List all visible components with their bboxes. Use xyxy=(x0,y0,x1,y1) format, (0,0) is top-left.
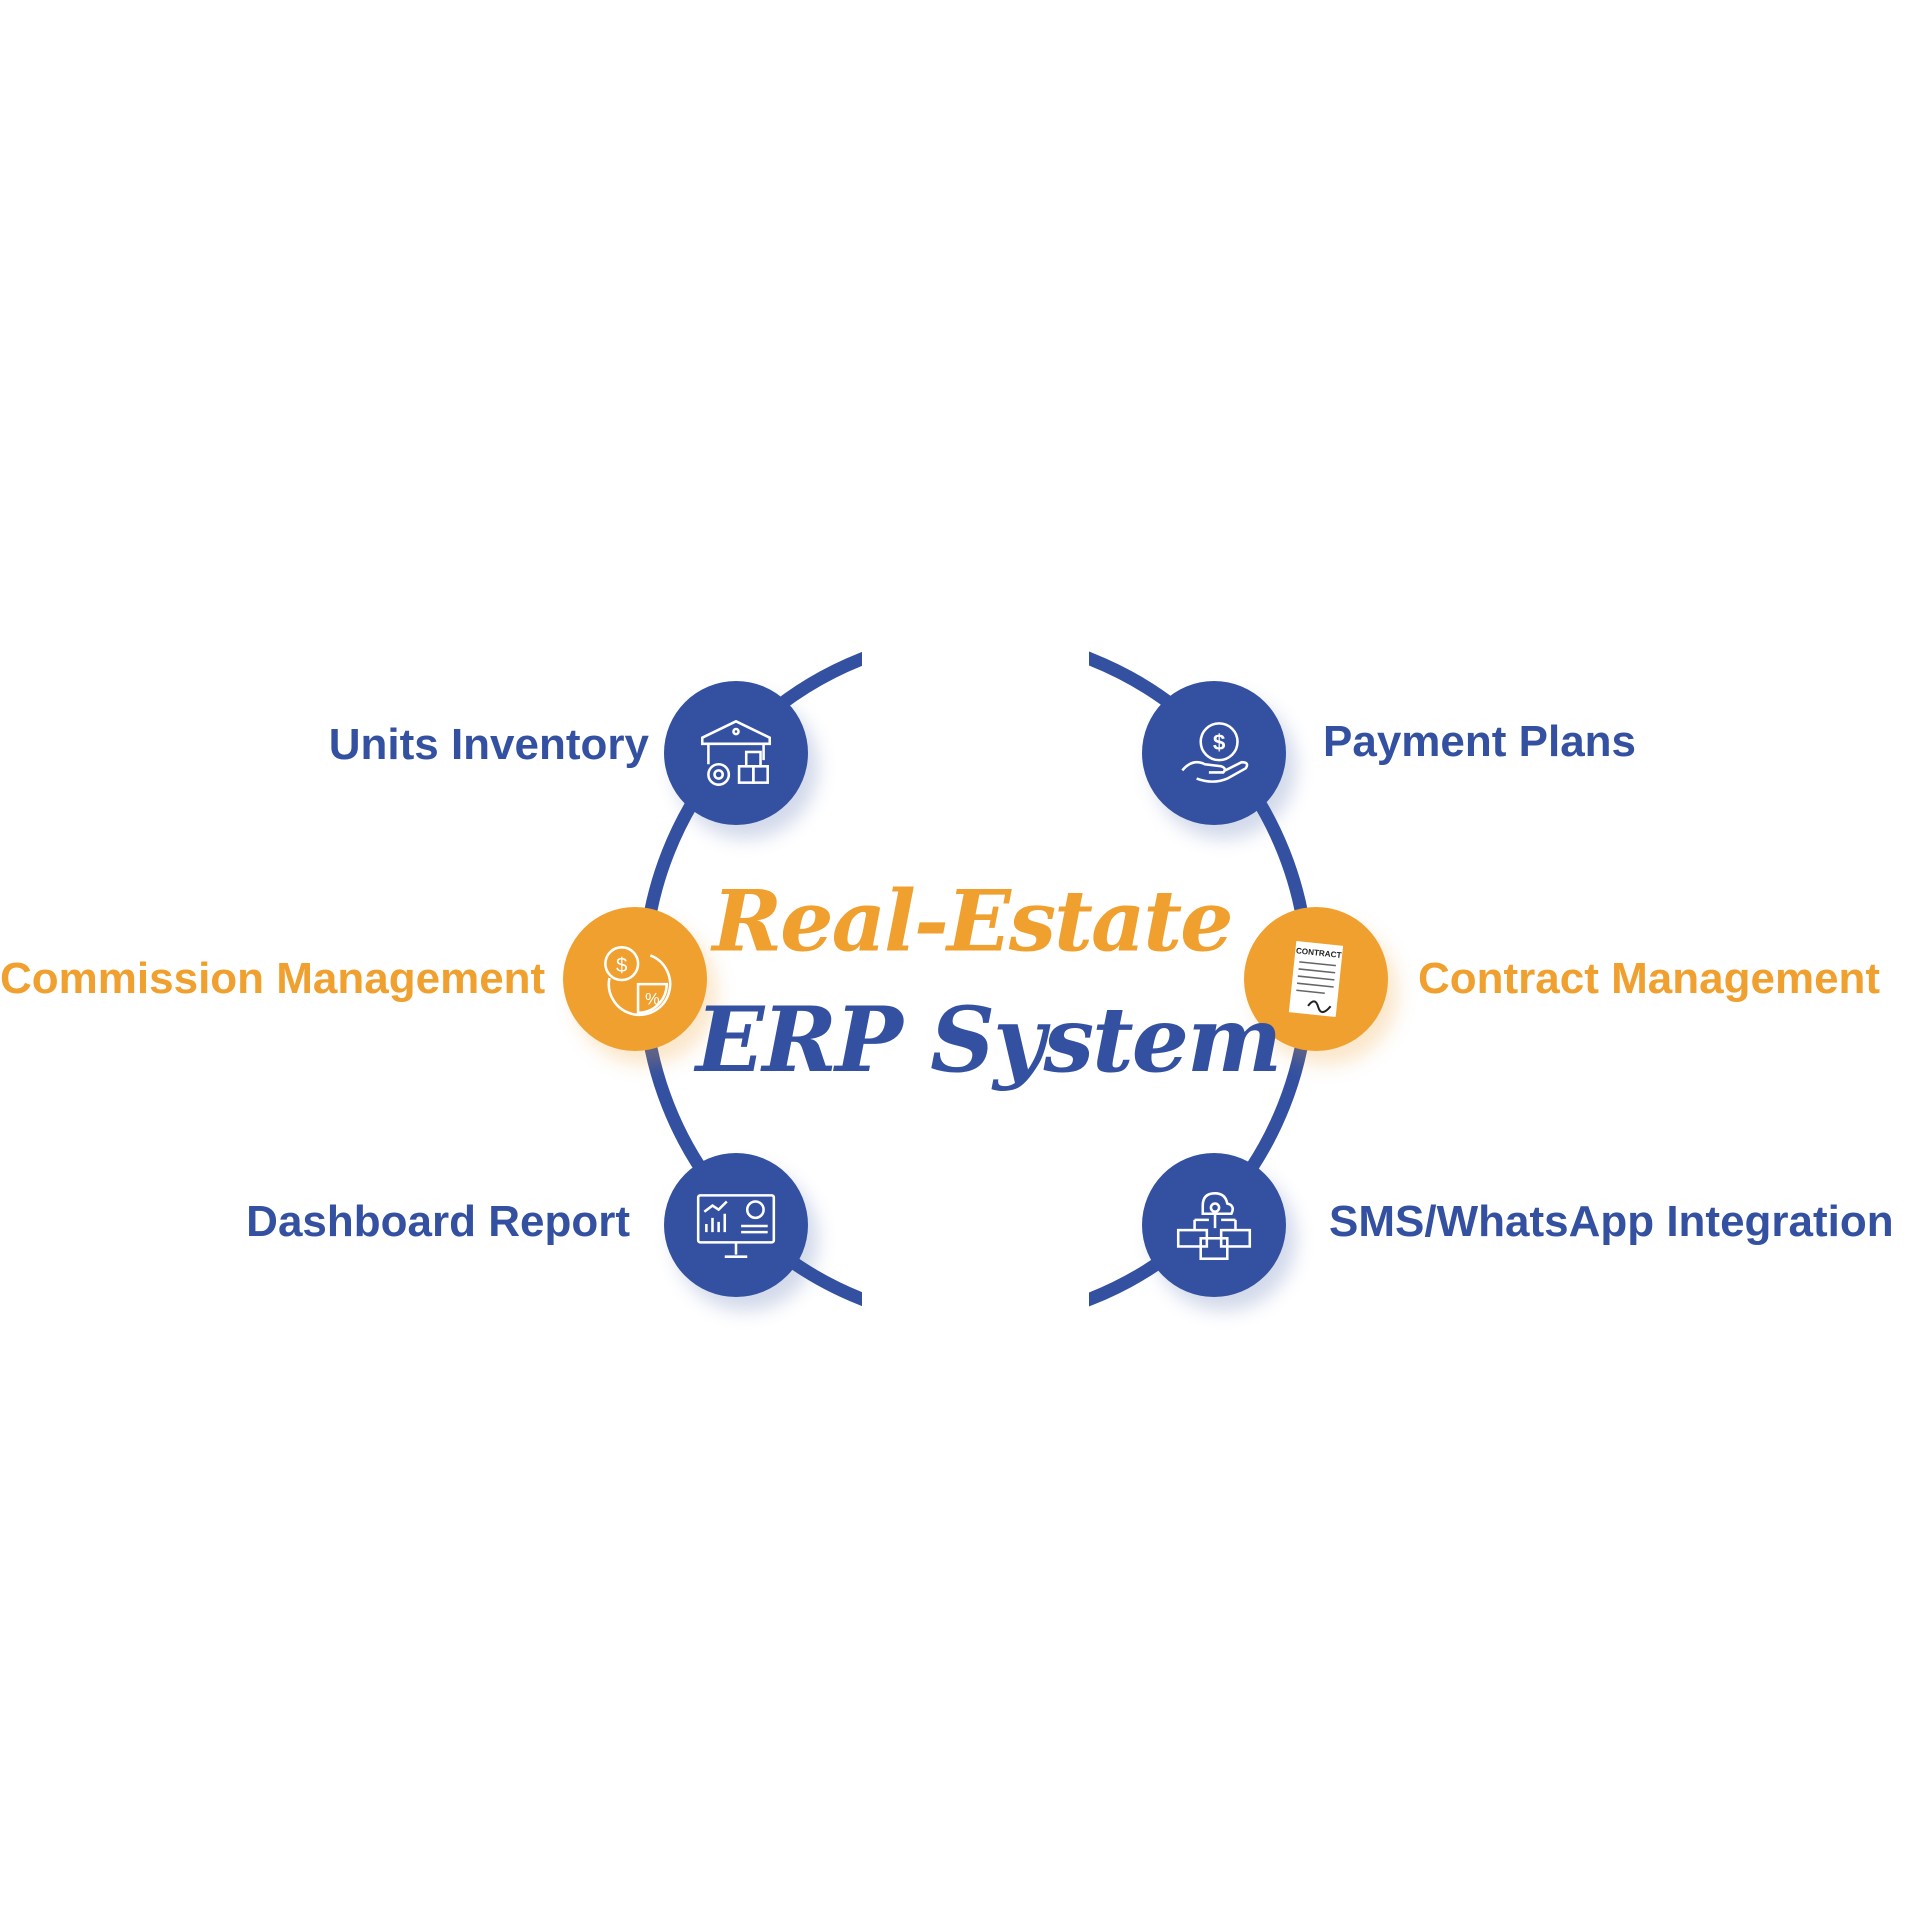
svg-text:$: $ xyxy=(1213,730,1226,755)
svg-text:%: % xyxy=(645,991,660,1009)
sms-whatsapp-integration-node[interactable] xyxy=(1142,1153,1286,1297)
contract-management-label: Contract Management xyxy=(1418,954,1881,1003)
cloud-integration-icon xyxy=(1176,1192,1252,1261)
commission-icon: $ % xyxy=(604,946,672,1017)
dashboard-monitor-icon xyxy=(696,1194,776,1258)
svg-text:$: $ xyxy=(616,954,628,977)
units-inventory-label: Units Inventory xyxy=(328,720,649,769)
payment-plans-node[interactable]: $ xyxy=(1142,681,1286,825)
dashboard-report-node[interactable] xyxy=(664,1153,808,1297)
money-hand-icon: $ xyxy=(1181,722,1249,783)
sms-whatsapp-integration-label: SMS/WhatsApp Integration xyxy=(1329,1197,1894,1246)
units-inventory-node[interactable] xyxy=(664,681,808,825)
commission-management-label: Commission Management xyxy=(0,954,546,1003)
title-line-2: ERP System xyxy=(695,987,1282,1093)
contract-management-node[interactable]: CONTRACT xyxy=(1244,907,1388,1051)
warehouse-icon xyxy=(700,719,772,786)
title-line-1: Real-Estate xyxy=(712,871,1233,971)
commission-management-node[interactable]: $ % xyxy=(563,907,707,1051)
payment-plans-label: Payment Plans xyxy=(1323,717,1637,766)
dashboard-report-label: Dashboard Report xyxy=(246,1197,630,1246)
contract-icon: CONTRACT xyxy=(1288,940,1344,1018)
